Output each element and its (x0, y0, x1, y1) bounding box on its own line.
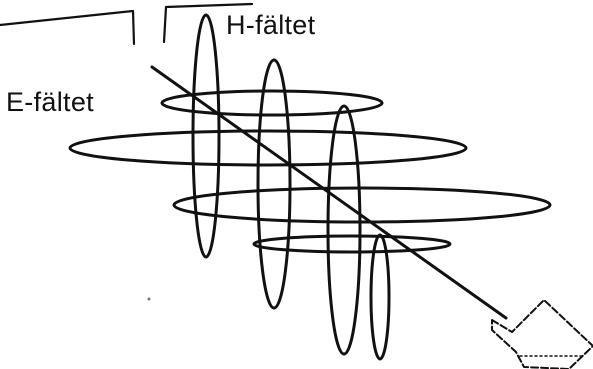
e-field-loop (68, 129, 468, 167)
e-field-loop (160, 89, 384, 117)
propagation-axis (150, 65, 508, 320)
h-field-loop (326, 104, 362, 356)
h-field-loop (256, 58, 292, 310)
e-field-wave (68, 89, 552, 254)
h-field-loop (369, 233, 391, 361)
h-field-wave (191, 13, 391, 361)
propagation-arrow-icon (491, 299, 593, 369)
e-field-loop (252, 234, 452, 254)
stray-dot (147, 297, 151, 301)
e-field-loop (172, 186, 552, 224)
h-field-label: H-fältet (226, 10, 316, 40)
frame-fragment-right (162, 2, 254, 44)
frame-fragment-left (0, 9, 136, 46)
h-field-loop (191, 13, 221, 259)
e-field-label: E-fältet (6, 87, 94, 117)
